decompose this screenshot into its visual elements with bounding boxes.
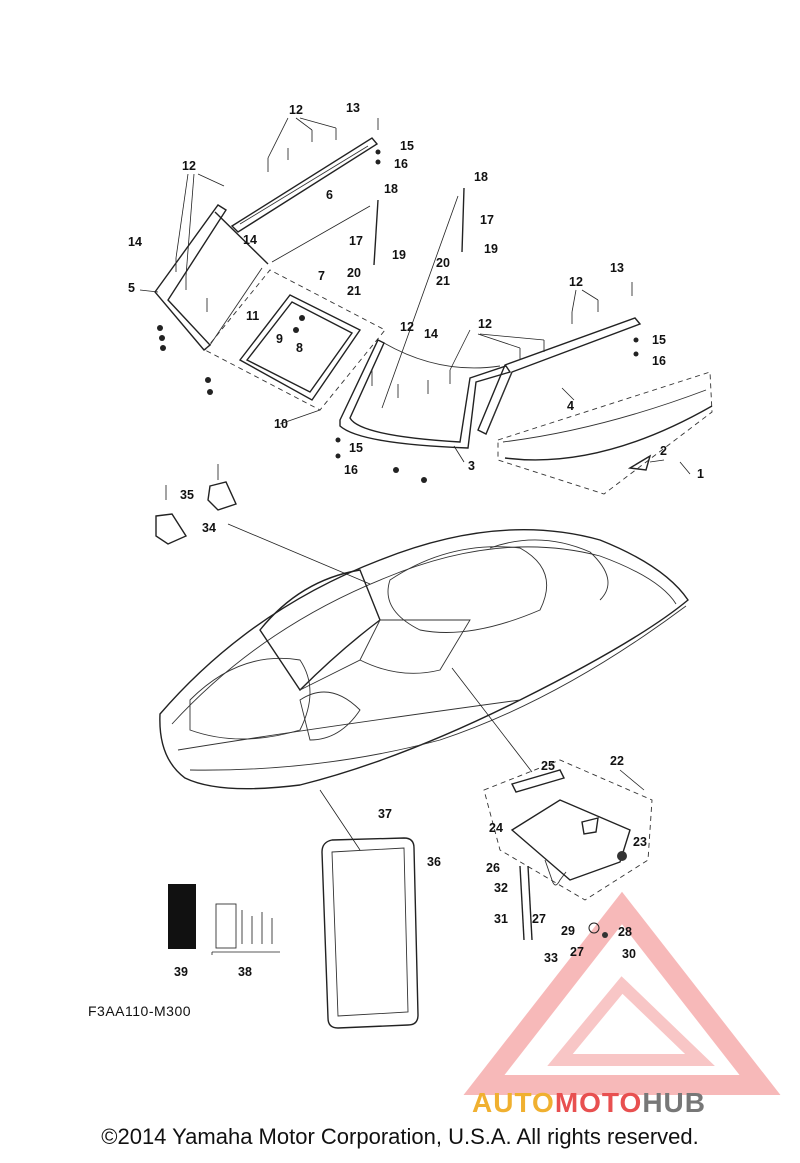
callout-4: 4 [567, 399, 574, 413]
callouts: 1 2 3 4 5 6 7 8 9 10 11 12 12 12 12 12 1… [128, 101, 704, 979]
callout-9: 9 [276, 332, 283, 346]
callout-23: 23 [633, 835, 647, 849]
copyright-notice: ©2014 Yamaha Motor Corporation, U.S.A. A… [101, 1124, 699, 1149]
callout-32: 32 [494, 881, 508, 895]
callout-7: 7 [318, 269, 325, 283]
callout-15-a: 15 [400, 139, 414, 153]
callout-20-b: 20 [436, 256, 450, 270]
callout-1: 1 [697, 467, 704, 481]
callout-14-c: 14 [424, 327, 438, 341]
callout-5: 5 [128, 281, 135, 295]
callout-16-b: 16 [652, 354, 666, 368]
callout-28: 28 [618, 925, 632, 939]
callout-13-a: 13 [346, 101, 360, 115]
watermark-auto: AUTO [472, 1087, 555, 1118]
callout-14-a: 14 [128, 235, 142, 249]
callout-35: 35 [180, 488, 194, 502]
boat-hull [159, 528, 689, 790]
callout-12-d: 12 [478, 317, 492, 331]
callout-39: 39 [174, 965, 188, 979]
callout-13-b: 13 [610, 261, 624, 275]
diagram-code: F3AA110-M300 [88, 1003, 192, 1019]
callout-16-c: 16 [344, 463, 358, 477]
hatch-assembly [483, 759, 653, 941]
callout-17-a: 17 [349, 234, 363, 248]
callout-21-b: 21 [436, 274, 450, 288]
part-39-swatch [168, 884, 196, 949]
watermark-triangle-outer [463, 891, 781, 1095]
callout-30: 30 [622, 947, 636, 961]
callout-12-b: 12 [182, 159, 196, 173]
callout-27-b: 27 [570, 945, 584, 959]
callout-11: 11 [246, 309, 259, 323]
callout-24: 24 [489, 821, 503, 835]
part-36-frame [321, 837, 419, 1029]
callout-34: 34 [202, 521, 216, 535]
callout-25: 25 [541, 759, 555, 773]
callout-36: 36 [427, 855, 441, 869]
callout-3: 3 [468, 459, 475, 473]
watermark-moto: MOTO [555, 1087, 642, 1118]
callout-12-a: 12 [289, 103, 303, 117]
part-38-kit [212, 903, 280, 953]
callout-14-b: 14 [243, 233, 257, 247]
callout-37: 37 [378, 807, 392, 821]
callout-33: 33 [544, 951, 558, 965]
svg-text:AUTOMOTOHUB: AUTOMOTOHUB [472, 1087, 706, 1118]
callout-31: 31 [494, 912, 508, 926]
callout-19-b: 19 [484, 242, 498, 256]
callout-18-a: 18 [384, 182, 398, 196]
callout-17-b: 17 [480, 213, 494, 227]
callout-18-b: 18 [474, 170, 488, 184]
callout-21-a: 21 [347, 284, 361, 298]
watermark-triangle-inner [547, 976, 715, 1066]
watermark-hub: HUB [642, 1087, 706, 1118]
bracket-parts [155, 464, 237, 545]
callout-2: 2 [660, 444, 667, 458]
callout-27-a: 27 [532, 912, 546, 926]
callout-16-a: 16 [394, 157, 408, 171]
callout-22: 22 [610, 754, 624, 768]
callout-12-c: 12 [400, 320, 414, 334]
callout-15-b: 15 [652, 333, 666, 347]
callout-8: 8 [296, 341, 303, 355]
callout-6: 6 [326, 188, 333, 202]
callout-29: 29 [561, 924, 575, 938]
watermark-logo: AUTOMOTOHUB [463, 891, 781, 1118]
callout-38: 38 [238, 965, 252, 979]
callout-12-e: 12 [569, 275, 583, 289]
callout-15-c: 15 [349, 441, 363, 455]
callout-19-a: 19 [392, 248, 406, 262]
windshield-assembly [154, 118, 713, 495]
callout-20-a: 20 [347, 266, 361, 280]
callout-26: 26 [486, 861, 500, 875]
